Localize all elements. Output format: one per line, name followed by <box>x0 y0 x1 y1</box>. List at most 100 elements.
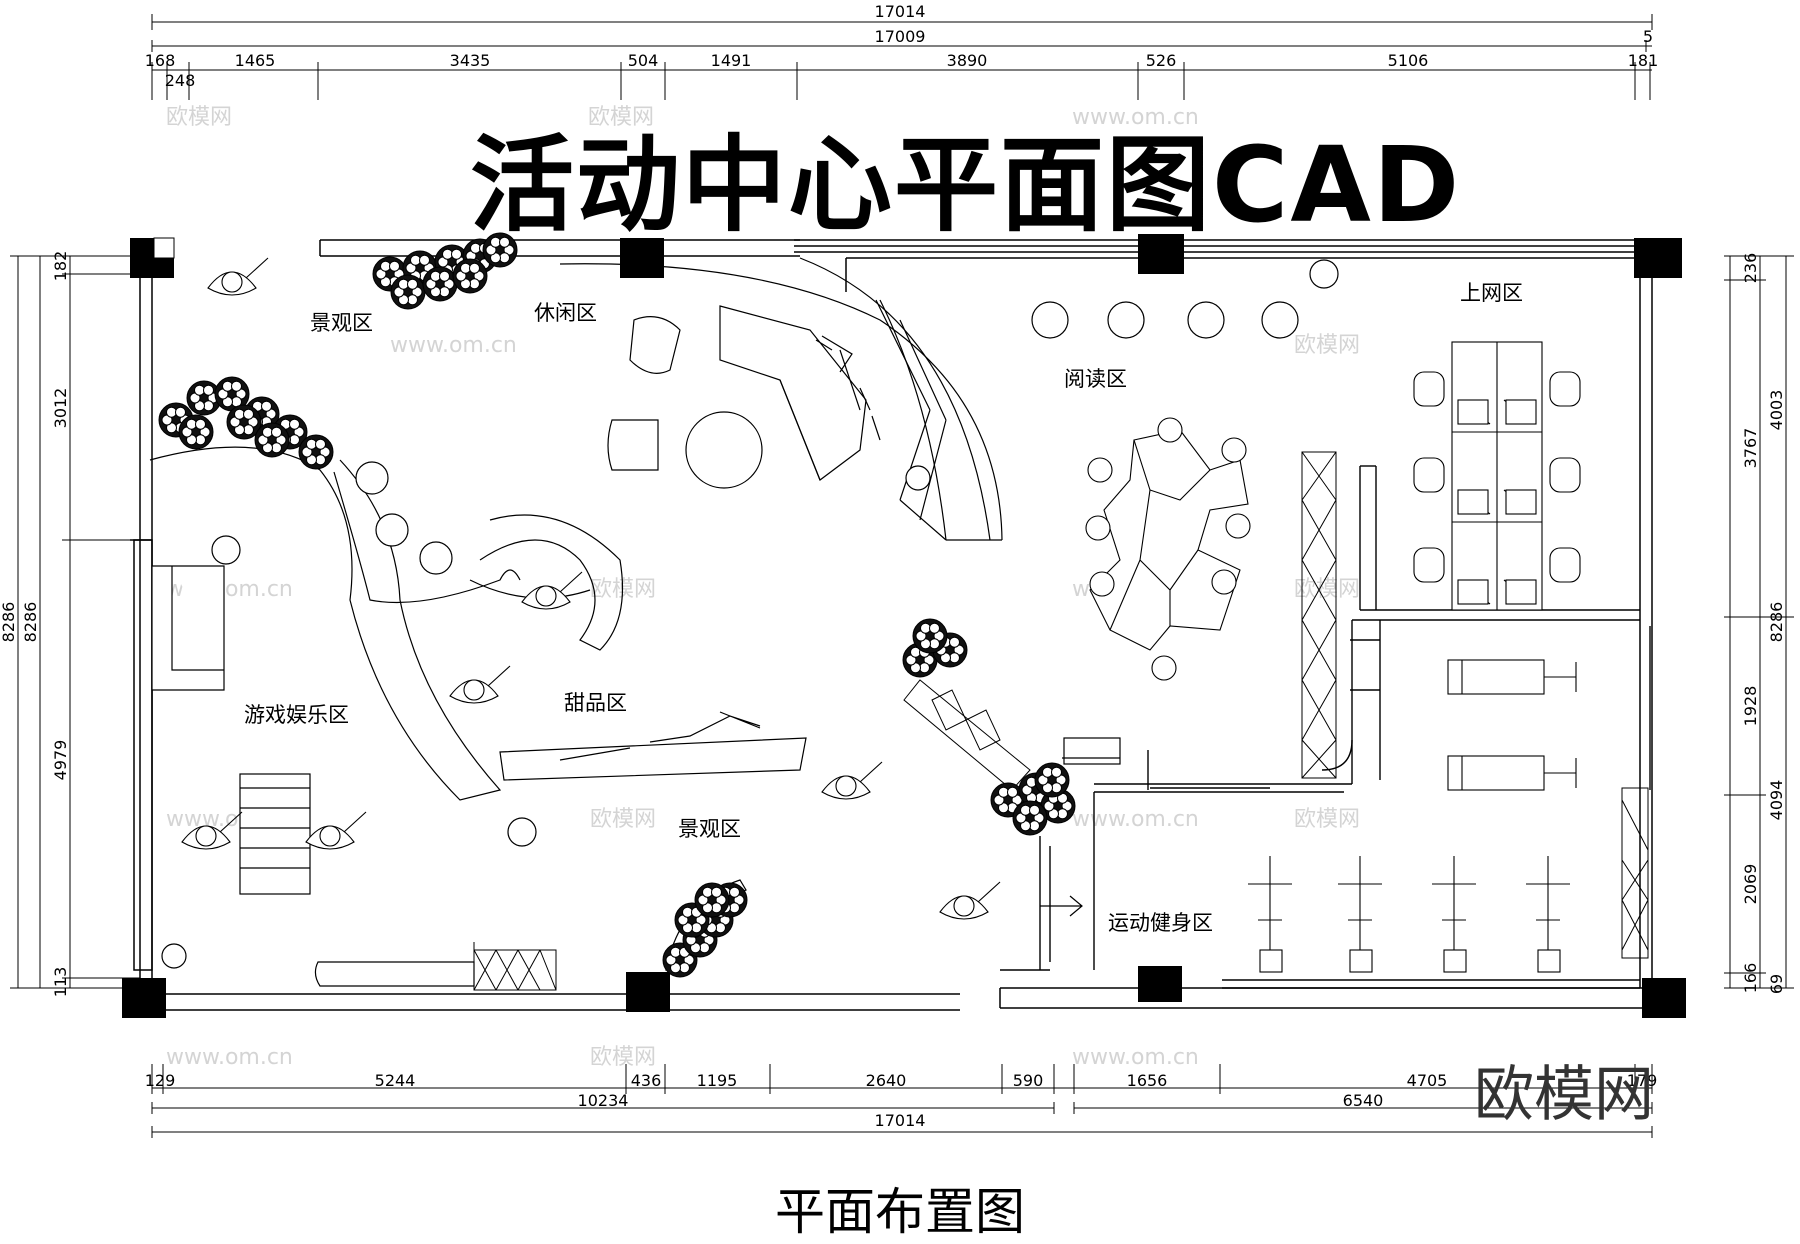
zone-labels: 景观区 休闲区 阅读区 上网区 游戏娱乐区 甜品区 景观区 运动健身区 <box>244 281 1523 935</box>
left-dimension-chain <box>10 255 140 989</box>
plant-cluster <box>902 618 968 678</box>
dim-top-total-inner: 17009 <box>875 27 926 46</box>
drawing-caption: 平面布置图 <box>775 1183 1025 1241</box>
left-dimension-labels: 8286 8286 182 3012 4979 113 <box>0 251 70 998</box>
stool <box>905 465 931 491</box>
stool <box>1261 301 1299 339</box>
armchair <box>607 419 659 471</box>
person-icon <box>181 811 243 850</box>
zone-label-leisure: 休闲区 <box>534 301 597 325</box>
people-figures <box>181 257 1001 920</box>
plant-cluster <box>158 376 334 470</box>
person-icon <box>821 761 883 800</box>
watermark-tile: 欧模网 <box>1294 333 1360 358</box>
top-dimension-labels: 17014 17009 5 168 248 1465 3435 504 1491… <box>145 2 1659 90</box>
dim-top-seg: 3890 <box>947 51 988 70</box>
dim-bottom-seg: 5244 <box>375 1071 416 1090</box>
dim-left-seg: 113 <box>51 967 70 998</box>
watermark-tile: 欧模网 <box>588 105 654 130</box>
dim-bottom-subtotal: 10234 <box>578 1091 629 1110</box>
dim-top-seg: 5106 <box>1388 51 1429 70</box>
counter <box>1063 737 1121 765</box>
column <box>153 237 175 259</box>
dim-top-seg: 181 <box>1628 51 1659 70</box>
dim-right-seg: 69 <box>1767 974 1786 994</box>
dim-top-seg: 3435 <box>450 51 491 70</box>
person-icon <box>207 257 269 296</box>
dim-bottom-subtotal: 6540 <box>1343 1091 1384 1110</box>
curved-counter-leisure <box>559 257 1003 541</box>
dim-right-seg: 2069 <box>1741 864 1760 905</box>
dim-left-total: 8286 <box>21 602 40 643</box>
dim-top-total-outer: 17014 <box>875 2 926 21</box>
dim-bottom-seg: 4705 <box>1407 1071 1448 1090</box>
dim-top-small: 5 <box>1643 27 1653 46</box>
reading-table-cluster <box>1085 417 1251 681</box>
dim-bottom-seg: 1656 <box>1127 1071 1168 1090</box>
zone-label-landscape-s: 景观区 <box>678 817 741 841</box>
plant-cluster <box>990 762 1076 836</box>
shelf-racks <box>473 451 1649 991</box>
zone-label-internet: 上网区 <box>1460 281 1523 305</box>
stool <box>1107 301 1145 339</box>
dim-top-seg: 504 <box>628 51 659 70</box>
dim-left-seg: 4979 <box>51 740 70 781</box>
drawing-title: 活动中心平面图CAD <box>470 124 1462 246</box>
stool <box>1031 301 1069 339</box>
zone-label-landscape-nw: 景观区 <box>310 311 373 335</box>
dim-bottom-seg: 179 <box>1627 1071 1658 1090</box>
zone-label-reading: 阅读区 <box>1064 367 1127 391</box>
right-dimension-labels: 236 4003 3767 8286 1928 4094 2069 166 69 <box>1741 253 1786 994</box>
person-icon <box>305 811 367 850</box>
watermark-tile: www.om.cn <box>166 1045 293 1070</box>
internet-desks <box>1413 341 1581 611</box>
dim-top-seg: 1491 <box>711 51 752 70</box>
watermark-tile: 欧模网 <box>590 1045 656 1070</box>
stool <box>355 461 389 495</box>
exercise-bike <box>1432 856 1476 973</box>
dim-bottom-total: 17014 <box>875 1111 926 1130</box>
exercise-bike <box>1248 856 1292 973</box>
plant-cluster <box>372 232 518 310</box>
zone-label-games: 游戏娱乐区 <box>244 703 349 727</box>
column <box>1634 238 1682 278</box>
watermark-tile: www.om.cn <box>1072 807 1199 832</box>
zone-label-fitness: 运动健身区 <box>1108 911 1213 935</box>
treadmill <box>1447 659 1545 695</box>
curved-bar-dessert <box>149 446 807 801</box>
round-table <box>685 411 763 489</box>
zone-label-dessert: 甜品区 <box>564 691 627 715</box>
stool <box>375 513 409 547</box>
stool <box>161 943 187 969</box>
watermark-tile: www.om.cn <box>1072 105 1199 130</box>
watermark-tile: www.om.cn <box>1072 1045 1199 1070</box>
dim-right-seg: 236 <box>1741 253 1760 284</box>
stool <box>211 535 241 565</box>
dim-right-seg: 4003 <box>1767 390 1786 431</box>
dim-right-seg: 4094 <box>1767 780 1786 821</box>
dim-left-seg: 3012 <box>51 388 70 429</box>
stool <box>507 817 537 847</box>
dim-bottom-seg: 129 <box>145 1071 176 1090</box>
stool <box>419 541 453 575</box>
top-dimension-chain <box>151 14 1653 100</box>
dim-right-seg: 166 <box>1741 963 1760 994</box>
column <box>1642 978 1686 1018</box>
watermark-tile: 欧模网 <box>1294 577 1360 602</box>
column <box>122 978 166 1018</box>
dim-top-seg: 248 <box>165 71 196 90</box>
right-dimension-chain <box>1724 255 1794 989</box>
column <box>626 972 670 1012</box>
dim-left-seg: 182 <box>51 251 70 282</box>
watermark-tile: 欧模网 <box>1294 807 1360 832</box>
furniture <box>151 259 1339 987</box>
dim-left-total: 8286 <box>0 602 18 643</box>
exercise-bike <box>1338 856 1382 973</box>
bottom-dimension-chain <box>151 1064 1653 1138</box>
dim-bottom-seg: 1195 <box>697 1071 738 1090</box>
interior-partitions <box>1000 465 1651 971</box>
fitness-equipment <box>1248 659 1577 973</box>
dim-top-seg: 1465 <box>235 51 276 70</box>
structural-columns <box>122 234 1686 1018</box>
